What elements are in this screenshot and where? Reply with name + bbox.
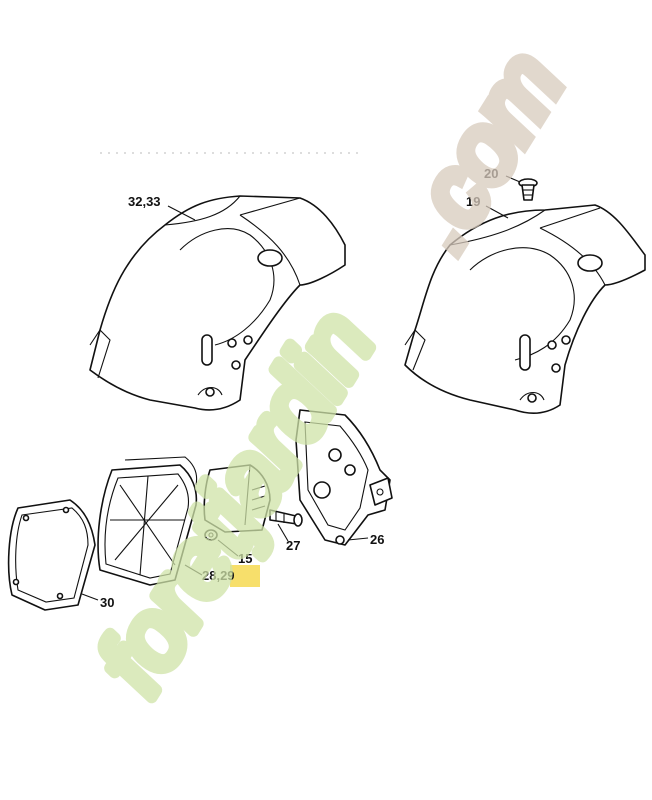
top-cover-right (404, 204, 646, 415)
leader-20 (505, 175, 521, 183)
label-32-33: 32,33 (128, 194, 161, 209)
label-28-29: 28,29 (202, 568, 235, 583)
leader-27 (277, 523, 289, 542)
filter-cover-30 (7, 499, 96, 611)
label-30: 30 (100, 595, 114, 610)
label-26: 26 (370, 532, 384, 547)
highlight-mark (230, 565, 260, 587)
carb-flange-26 (295, 409, 393, 546)
label-19: 19 (466, 194, 480, 209)
label-15: 15 (238, 551, 252, 566)
air-filter-28-29 (97, 456, 198, 586)
label-27: 27 (286, 538, 300, 553)
shroud-box (203, 464, 271, 533)
label-20: 20 (484, 166, 498, 181)
valve-27 (269, 509, 303, 527)
leader-30 (81, 593, 99, 601)
leader-19 (485, 205, 509, 219)
top-cover-left (89, 195, 346, 411)
leader-26 (347, 537, 369, 541)
leader-15 (217, 539, 239, 557)
screw-20 (518, 178, 538, 201)
nut-15 (204, 529, 218, 541)
leader-32-33 (167, 205, 196, 221)
leader-28-29 (184, 564, 203, 576)
